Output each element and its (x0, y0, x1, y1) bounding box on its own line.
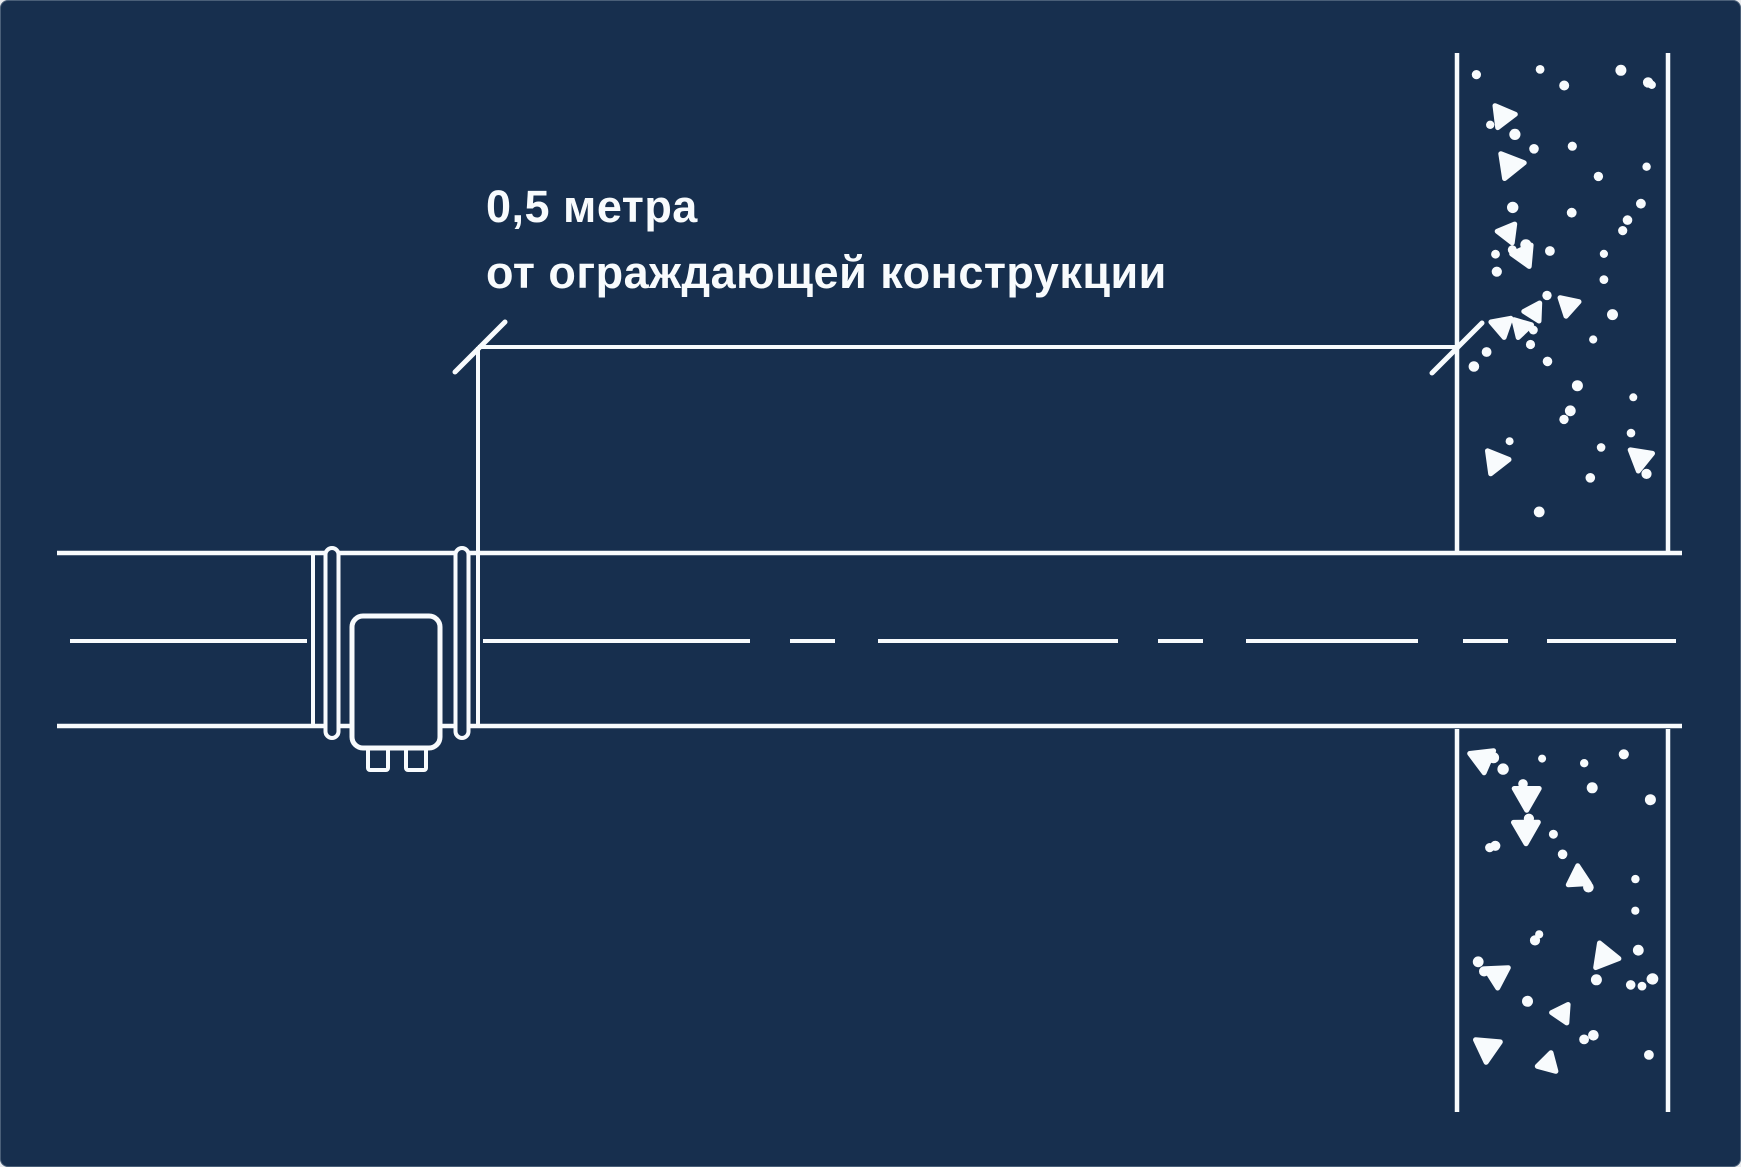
stipple-triangle (1511, 786, 1542, 813)
stipple-dot (1632, 944, 1644, 956)
gas-pipe (57, 550, 1682, 729)
stipple-dot (1557, 849, 1568, 860)
stipple-dot (1585, 473, 1596, 483)
valve-body (349, 613, 443, 751)
stipple-dot (1542, 356, 1553, 367)
stipple-dot (1586, 782, 1598, 794)
stipple-dot (1590, 974, 1602, 986)
stipple-dot (1509, 128, 1521, 140)
stipple-dot (1631, 874, 1640, 884)
coupling-clamp-left (323, 546, 341, 740)
stipple-triangle (1482, 965, 1511, 991)
stipple-dot (1485, 843, 1495, 853)
stipple-dot (1644, 1050, 1654, 1060)
stipple-triangle (1485, 448, 1512, 477)
stipple-triangle (1511, 317, 1534, 340)
stipple-dot (1636, 198, 1646, 209)
stipple-dot (1468, 361, 1480, 372)
stipple-dot (1507, 201, 1519, 214)
stipple-dot (1542, 290, 1552, 301)
stipple-dot (1618, 226, 1628, 236)
stipple-triangle (1492, 103, 1518, 131)
dimension-label: 0,5 метра от ограждающей конструкции (486, 174, 1167, 306)
stipple-dot (1545, 246, 1555, 256)
stipple-dot (1599, 275, 1609, 284)
stipple-dot (1596, 443, 1606, 452)
stipple-dot (1641, 468, 1652, 479)
wall-stipple-upper (1468, 64, 1656, 518)
stipple-triangle (1509, 242, 1534, 269)
dimension-tick-right (1429, 320, 1485, 376)
stipple-dot (1618, 749, 1629, 760)
stipple-dot (1647, 80, 1656, 89)
coupling-clamp-right (453, 546, 471, 740)
stipple-triangle (1534, 1050, 1559, 1074)
stipple-dot (1529, 935, 1541, 946)
stipple-triangle (1511, 819, 1541, 847)
stipple-dot (1579, 1034, 1589, 1045)
stipple-triangle (1593, 940, 1622, 971)
stipple-triangle (1467, 748, 1497, 776)
valve-coupling (311, 347, 480, 772)
stipple-dot (1548, 829, 1558, 839)
stipple-dot (1642, 162, 1651, 171)
stipple-dot (1472, 956, 1484, 968)
stipple-dot (1522, 995, 1533, 1007)
stipple-dot (1637, 981, 1647, 991)
wall-stipple-lower (1467, 748, 1659, 1074)
stipple-dot (1471, 70, 1481, 80)
stipple-dot (1588, 1030, 1599, 1041)
stipple-triangle (1473, 1037, 1503, 1065)
dimension-label-line1: 0,5 метра (486, 181, 698, 232)
stipple-dot (1533, 506, 1545, 518)
stipple-dot (1615, 64, 1627, 76)
stipple-dot (1559, 414, 1569, 425)
stipple-triangle (1498, 151, 1527, 181)
stipple-dot (1497, 763, 1509, 775)
stipple-dot (1491, 249, 1500, 259)
stipple-triangle (1521, 300, 1543, 324)
stipple-dot (1571, 380, 1583, 392)
stipple-dot (1481, 347, 1492, 357)
stipple-dot (1580, 759, 1589, 768)
stipple-dot (1599, 249, 1608, 258)
stipple-triangle (1627, 447, 1655, 474)
stipple-dot (1622, 215, 1633, 225)
wall (1454, 53, 1671, 1112)
stipple-triangle (1488, 315, 1514, 340)
stipple-dot (1593, 171, 1604, 182)
stipple-triangle (1565, 863, 1592, 888)
stipple-dot (1525, 339, 1536, 350)
stipple-dot (1564, 405, 1576, 417)
stipple-dot (1626, 428, 1636, 438)
stipple-dot (1538, 754, 1547, 763)
dimension (452, 319, 1485, 376)
dimension-tick-left (452, 319, 508, 375)
stipple-dot (1646, 973, 1657, 985)
stipple-dot (1566, 207, 1577, 218)
stipple-dot (1567, 141, 1577, 151)
stipple-triangle (1549, 1002, 1571, 1026)
stipple-dot (1486, 120, 1495, 129)
stipple-dot (1607, 309, 1618, 321)
stipple-dot (1631, 906, 1640, 915)
stipple-dot (1535, 65, 1545, 74)
stipple-dot (1505, 437, 1514, 446)
stipple-dot (1644, 794, 1656, 806)
stipple-triangle (1557, 295, 1582, 319)
stipple-dot (1529, 144, 1539, 154)
dimension-label-line2: от ограждающей конструкции (486, 247, 1167, 298)
stipple-triangle (1494, 221, 1518, 246)
stipple-dot (1629, 393, 1638, 402)
stipple-dot (1589, 335, 1598, 344)
stipple-dot (1491, 266, 1502, 277)
stipple-dot (1559, 80, 1570, 91)
stipple-dot (1625, 980, 1636, 990)
